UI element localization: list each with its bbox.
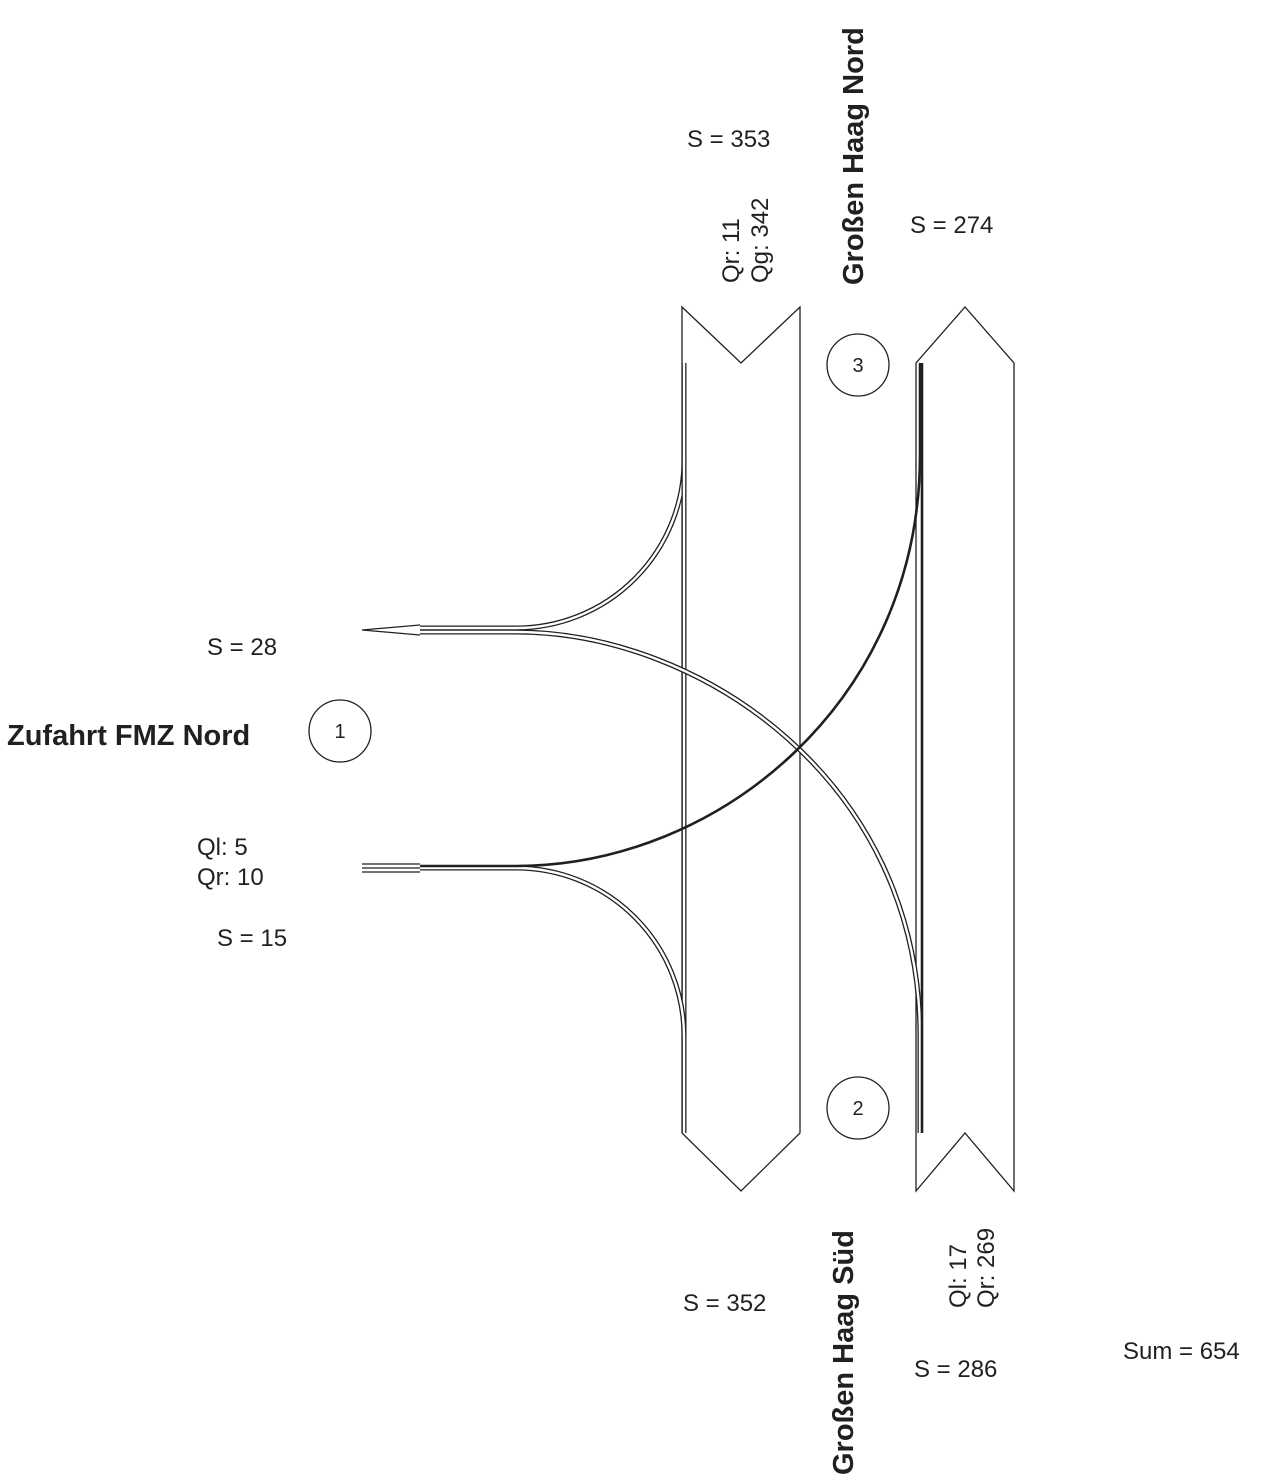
- north-flow-right: Qr: 11: [718, 218, 745, 283]
- north-approach-name: Großen Haag Nord: [838, 27, 870, 285]
- node-1-marker: 1: [308, 699, 372, 763]
- flow-south-to-west: [420, 629, 923, 1133]
- west-entry-sum: S = 15: [217, 925, 287, 952]
- north-entry-sum: S = 353: [687, 126, 770, 153]
- south-exit-sum: S = 352: [683, 1290, 766, 1317]
- west-approach-name: Zufahrt FMZ Nord: [7, 720, 250, 752]
- flow-north-to-west: [420, 363, 687, 631]
- southbound-road-band: [681, 305, 801, 1192]
- svg-text:3: 3: [852, 355, 863, 377]
- west-exit-sum: S = 28: [207, 634, 277, 661]
- north-exit-sum: S = 274: [910, 212, 993, 239]
- south-flow-left: Ql: 17: [945, 1244, 972, 1308]
- west-flow-left: Ql: 5: [197, 834, 248, 861]
- node-3-marker: 3: [826, 333, 890, 397]
- flow-west-to-north: [420, 363, 922, 868]
- south-approach-name: Großen Haag Süd: [828, 1230, 860, 1475]
- svg-text:2: 2: [852, 1098, 863, 1120]
- south-entry-sum: S = 286: [914, 1356, 997, 1383]
- west-flow-right: Qr: 10: [197, 864, 264, 891]
- west-entry-stub: [362, 863, 420, 873]
- total-sum: Sum = 654: [1123, 1338, 1240, 1365]
- south-flow-right: Qr: 269: [973, 1228, 1000, 1308]
- node-2-marker: 2: [826, 1076, 890, 1140]
- flow-west-to-south: [420, 865, 687, 1133]
- west-exit-arrow: [361, 624, 421, 636]
- north-flow-through: Qg: 342: [747, 198, 774, 283]
- svg-text:1: 1: [334, 721, 345, 743]
- northbound-road-band: [915, 306, 1015, 1193]
